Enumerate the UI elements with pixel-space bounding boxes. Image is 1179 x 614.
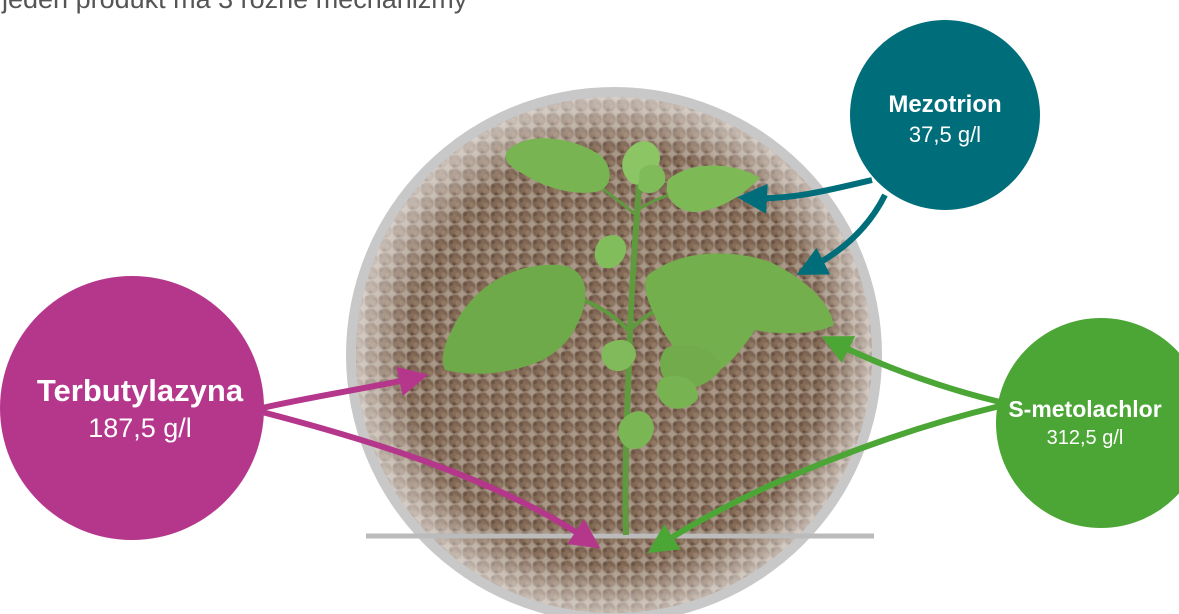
smetolachlor-dose: 312,5 g/l: [1047, 427, 1124, 450]
terbutylazyna-bubble: Terbutylazyna 187,5 g/l: [0, 276, 264, 540]
mezotrion-name: Mezotrion: [888, 91, 1001, 119]
smetolachlor-name: S-metolachlor: [1008, 396, 1161, 423]
terbutylazyna-name: Terbutylazyna: [37, 373, 243, 409]
mezotrion-bubble: Mezotrion 37,5 g/l: [850, 20, 1040, 210]
terbutylazyna-dose: 187,5 g/l: [88, 413, 192, 444]
mezotrion-dose: 37,5 g/l: [909, 122, 981, 148]
